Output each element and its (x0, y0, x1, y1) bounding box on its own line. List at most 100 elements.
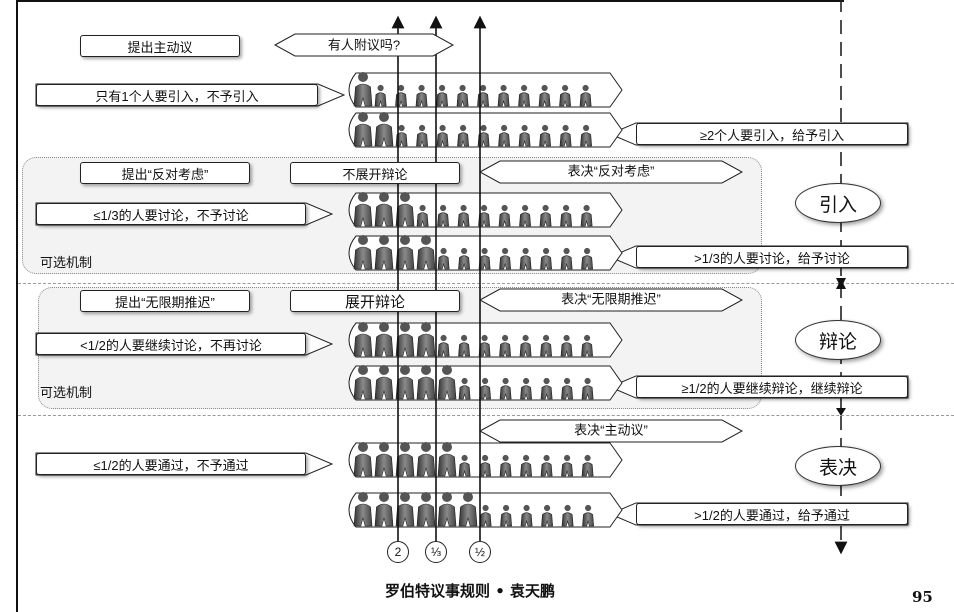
person-small (498, 124, 510, 147)
optional-label-2: 可选机制 (40, 385, 93, 400)
separator-debate-vote (18, 415, 954, 416)
person-small (457, 124, 469, 147)
flow-arrow-down (836, 278, 846, 288)
threshold-third-marker: ⅓ (425, 541, 447, 563)
person-small (458, 334, 470, 357)
vote-main-shape (478, 419, 744, 443)
person-tall (416, 442, 436, 477)
propose-postpone-box: 提出“无限期推迟” (80, 290, 250, 312)
any-second-label: 有人附议吗? (328, 37, 400, 52)
person-tall (458, 492, 478, 527)
person-small (478, 247, 491, 270)
person-small (519, 247, 532, 270)
person-small (561, 504, 574, 527)
person-small (518, 124, 531, 147)
person-small (519, 334, 532, 357)
threshold-two-marker: 2 (387, 541, 409, 563)
person-tall (395, 322, 415, 357)
person-small (538, 84, 551, 107)
gt-half-pass-box: >1/2的人要通过，给予通过 (636, 503, 908, 525)
threshold-half-marker: ½ (469, 541, 491, 563)
person-small (560, 204, 572, 227)
person-small (518, 84, 530, 107)
person-small (541, 504, 553, 527)
person-small (540, 454, 553, 477)
person-small (415, 84, 428, 107)
vote-postpone-shape (478, 288, 744, 312)
person-small (437, 204, 449, 227)
any-second-shape (273, 33, 455, 57)
person-tall (374, 322, 394, 357)
person-small (581, 334, 593, 357)
person-small (582, 504, 594, 527)
person-tall (353, 112, 373, 147)
person-small (561, 454, 573, 477)
person-small (479, 377, 491, 400)
le-half-fail-box: ≤1/2的人要通过，不予通过 (36, 453, 306, 475)
person-small (456, 84, 469, 107)
person-small (540, 377, 553, 400)
person-small (436, 124, 449, 147)
person-tall (437, 492, 457, 527)
person-tall (395, 442, 415, 477)
person-small (499, 377, 512, 400)
le-third-no-box: ≤1/3的人要讨论，不予讨论 (36, 203, 306, 225)
person-tall (353, 492, 373, 527)
person-small (500, 504, 512, 527)
propose-object-box: 提出“反对考虑” (80, 162, 250, 184)
gt-third-yes-box: >1/3的人要讨论，给予讨论 (636, 246, 908, 268)
top-rule (18, 0, 844, 2)
person-small (540, 247, 552, 270)
person-small (520, 454, 532, 477)
person-tall (374, 235, 394, 270)
person-small (579, 84, 592, 107)
person-tall (353, 192, 373, 227)
person-small (479, 504, 492, 527)
person-tall (416, 492, 436, 527)
person-small (498, 204, 511, 227)
person-tall (437, 365, 457, 400)
separator-intro-debate (18, 283, 954, 284)
person-small (581, 454, 594, 477)
person-small (499, 247, 511, 270)
footer-credit: 罗伯特议事规则 • 袁天鹏 (385, 582, 556, 600)
person-small (458, 377, 471, 400)
person-small (499, 454, 512, 477)
person-small (539, 204, 552, 227)
person-small (416, 204, 429, 227)
page-number: 95 (912, 588, 933, 606)
person-small (437, 334, 450, 357)
person-tall (395, 192, 415, 227)
person-small (560, 334, 573, 357)
phase-vote: 表决 (795, 446, 881, 486)
flow-arrow-vote (836, 408, 846, 416)
person-small (581, 377, 594, 400)
person-tall (374, 365, 394, 400)
person-small (520, 504, 533, 527)
two-intro-box: ≥2个人要引入，给予引入 (636, 123, 908, 145)
ge-half-continue-box: ≥1/2的人要继续辩论，继续辩论 (636, 376, 908, 398)
person-tall (416, 365, 436, 400)
person-tall (374, 492, 394, 527)
person-tall (353, 72, 373, 107)
person-small (519, 204, 531, 227)
person-small (497, 84, 510, 107)
person-tall (374, 112, 394, 147)
person-small (540, 334, 552, 357)
person-tall (353, 235, 373, 270)
person-small (580, 124, 592, 147)
vote-postpone-label: 表决“无限期推迟” (561, 291, 661, 306)
vote-object-label: 表决“反对考虑” (568, 163, 655, 178)
propose-motion-box: 提出主动议 (80, 35, 240, 57)
person-tall (416, 235, 436, 270)
only-one-intro-box: 只有1个人要引入，不予引入 (36, 84, 318, 106)
person-small (560, 247, 573, 270)
person-tall (353, 322, 373, 357)
start-debate-box: 展开辩论 (290, 290, 460, 312)
person-tall (374, 442, 394, 477)
person-tall (353, 442, 373, 477)
lt-half-stop-box: <1/2的人要继续讨论，不再讨论 (36, 333, 306, 355)
optional-label-1: 可选机制 (40, 255, 93, 270)
person-small (581, 247, 593, 270)
